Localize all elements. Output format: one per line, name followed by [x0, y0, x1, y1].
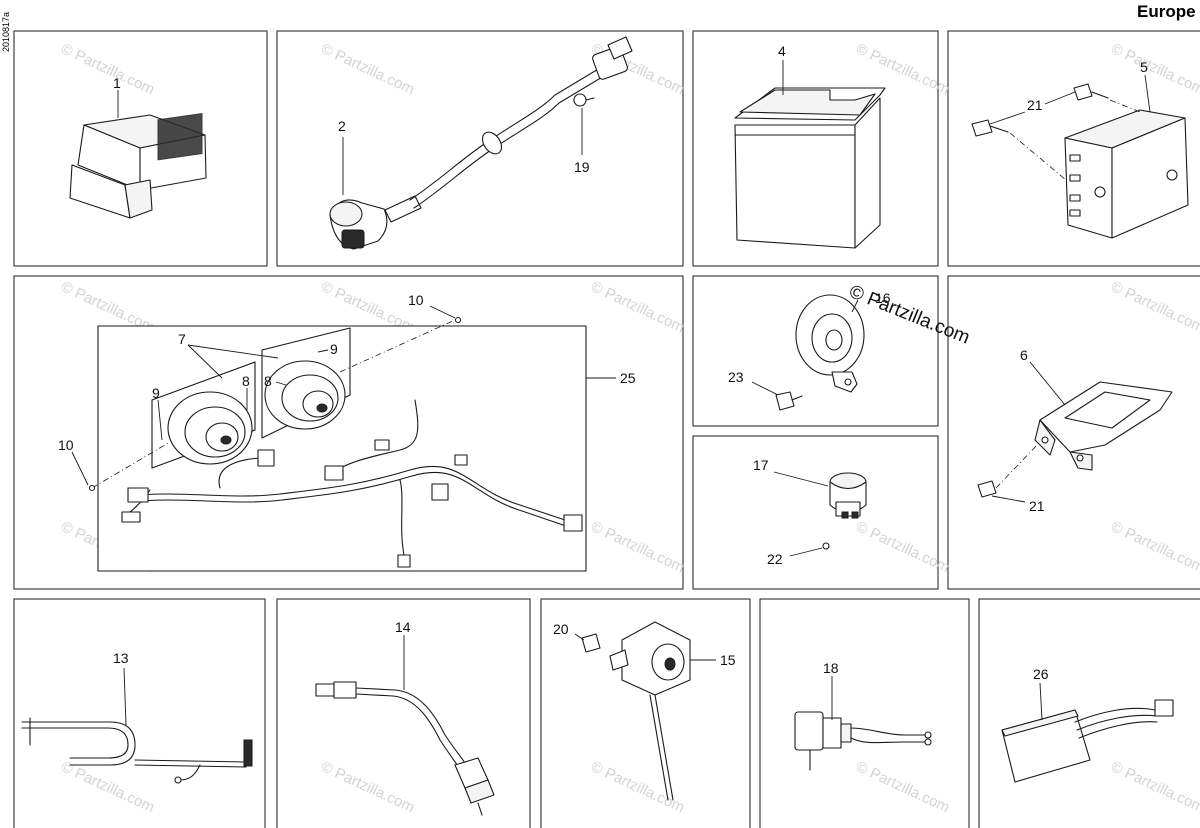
part-26-module-drawing — [1001, 699, 1174, 783]
part-1-relay-drawing — [69, 113, 207, 219]
callout-6: 6 — [1020, 347, 1028, 363]
callout-18: 18 — [823, 660, 839, 676]
callout-17: 17 — [753, 457, 769, 473]
callout-10-left: 10 — [58, 437, 74, 453]
part-15-ignition-switch-drawing — [581, 621, 691, 801]
part-13-cable-drawing — [21, 717, 253, 784]
region-label: Europe — [1137, 2, 1196, 21]
part-4-battery-drawing — [734, 87, 886, 249]
callout-26: 26 — [1033, 666, 1049, 682]
drawing-reference-number: 2010817a — [1, 12, 11, 52]
part-18-socket-drawing — [794, 711, 932, 771]
callout-2: 2 — [338, 118, 346, 134]
part-14-sensor-drawing — [315, 681, 495, 816]
callout-21-bottom: 21 — [1029, 498, 1045, 514]
panel-part-13-cable[interactable] — [13, 598, 266, 828]
callout-1: 1 — [113, 75, 121, 91]
callout-21-top: 21 — [1027, 97, 1043, 113]
part-6-bracket-drawing — [977, 381, 1173, 498]
part-25-group-box — [97, 325, 587, 572]
callout-9-right: 9 — [330, 341, 338, 357]
part-17-switch-drawing — [822, 472, 867, 550]
callout-20: 20 — [553, 621, 569, 637]
callout-19: 19 — [574, 159, 590, 175]
callout-10-top: 10 — [408, 292, 424, 308]
callout-7: 7 — [178, 331, 186, 347]
callout-23: 23 — [728, 369, 744, 385]
panel-part-17-switch[interactable] — [692, 435, 939, 590]
callout-8-left: 8 — [242, 373, 250, 389]
callout-13: 13 — [113, 650, 129, 666]
callout-9-left: 9 — [152, 385, 160, 401]
callout-25: 25 — [620, 370, 636, 386]
callout-22: 22 — [767, 551, 783, 567]
callout-15: 15 — [720, 652, 736, 668]
callout-4: 4 — [778, 43, 786, 59]
part-16-horn-drawing — [775, 294, 865, 411]
callout-8-right: 8 — [264, 373, 272, 389]
part-2-ignition-coil-drawing — [329, 36, 633, 250]
callout-14: 14 — [395, 619, 411, 635]
part-25-headlight-harness-drawing — [88, 316, 583, 568]
part-5-regulator-drawing — [971, 83, 1189, 239]
callout-16: 16 — [875, 290, 891, 306]
callout-5: 5 — [1140, 59, 1148, 75]
